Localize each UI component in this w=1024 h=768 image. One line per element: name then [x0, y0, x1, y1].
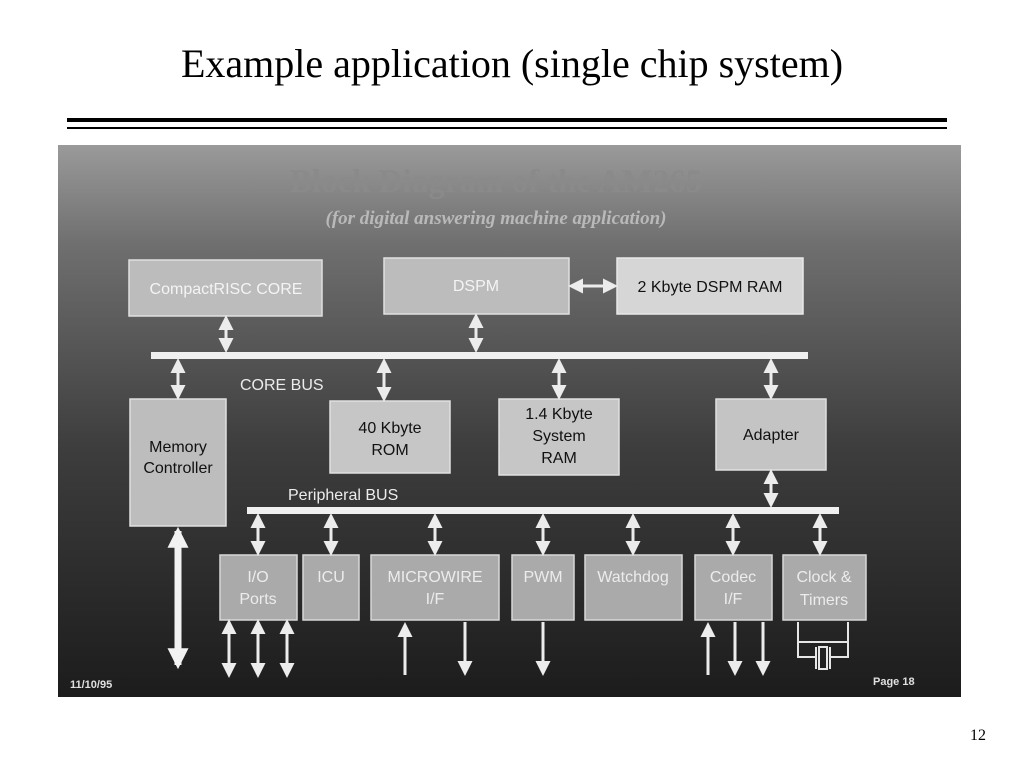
- watchdog-block: [584, 554, 683, 621]
- compactrisc-core-block: [128, 259, 323, 317]
- diagram-subheading: (for digital answering machine applicati…: [326, 208, 667, 229]
- block-diagram-photo: Block Diagram of the AM265 (for digital …: [58, 145, 961, 697]
- rom-block: [329, 400, 451, 474]
- memory-controller-label-2: Controller: [143, 460, 213, 477]
- adapter-label: Adapter: [743, 427, 800, 444]
- system-ram-label-3: RAM: [541, 450, 577, 467]
- crystal-icon: [797, 622, 849, 670]
- clock-timers-block: [782, 554, 867, 621]
- adapter-block: [715, 398, 827, 471]
- clock-timers-label-2: Timers: [800, 592, 848, 609]
- io-ports-block: [219, 554, 298, 621]
- codec-block: [694, 554, 773, 621]
- icu-block: [302, 554, 360, 621]
- core-bus: [151, 352, 808, 359]
- block-diagram: Block Diagram of the AM265 (for digital …: [70, 164, 915, 691]
- codec-label-1: Codec: [710, 569, 756, 586]
- page-number: 12: [970, 727, 986, 744]
- diagram-heading: Block Diagram of the AM265: [290, 164, 702, 200]
- watchdog-label: Watchdog: [597, 569, 668, 586]
- dspm-block: [383, 257, 570, 315]
- system-ram-block: [498, 398, 620, 476]
- title-rule-thin: [67, 127, 947, 129]
- microwire-label-1: MICROWIRE: [387, 569, 482, 586]
- bus-arrows: [170, 278, 828, 678]
- pwm-label: PWM: [523, 569, 562, 586]
- microwire-block: [370, 554, 500, 621]
- peripheral-bus: [247, 507, 839, 514]
- dspm-ram-block: [616, 257, 804, 315]
- system-ram-label-1: 1.4 Kbyte: [525, 406, 593, 423]
- clock-timers-label-1: Clock &: [796, 569, 851, 586]
- rom-label-1: 40 Kbyte: [358, 420, 421, 437]
- codec-label-2: I/F: [724, 591, 743, 608]
- title-rule-thick: [67, 118, 947, 122]
- core-bus-label: CORE BUS: [240, 377, 324, 394]
- io-ports-label-1: I/O: [247, 569, 268, 586]
- system-ram-label-2: System: [532, 428, 585, 445]
- icu-label: ICU: [317, 569, 345, 586]
- dspm-ram-label: 2 Kbyte DSPM RAM: [638, 279, 783, 296]
- compactrisc-core-label: CompactRISC CORE: [150, 281, 303, 298]
- slide-title: Example application (single chip system): [180, 41, 844, 86]
- dspm-label: DSPM: [453, 278, 499, 295]
- pwm-block: [511, 554, 575, 621]
- peripheral-bus-label: Peripheral BUS: [288, 487, 398, 504]
- rom-label-2: ROM: [371, 442, 408, 459]
- photo-footer-date: 11/10/95: [70, 679, 112, 691]
- microwire-label-2: I/F: [426, 591, 445, 608]
- photo-footer-page: Page 18: [873, 676, 915, 688]
- memory-controller-label-1: Memory: [149, 439, 207, 456]
- io-ports-label-2: Ports: [239, 591, 276, 608]
- memory-controller-block: [129, 398, 227, 527]
